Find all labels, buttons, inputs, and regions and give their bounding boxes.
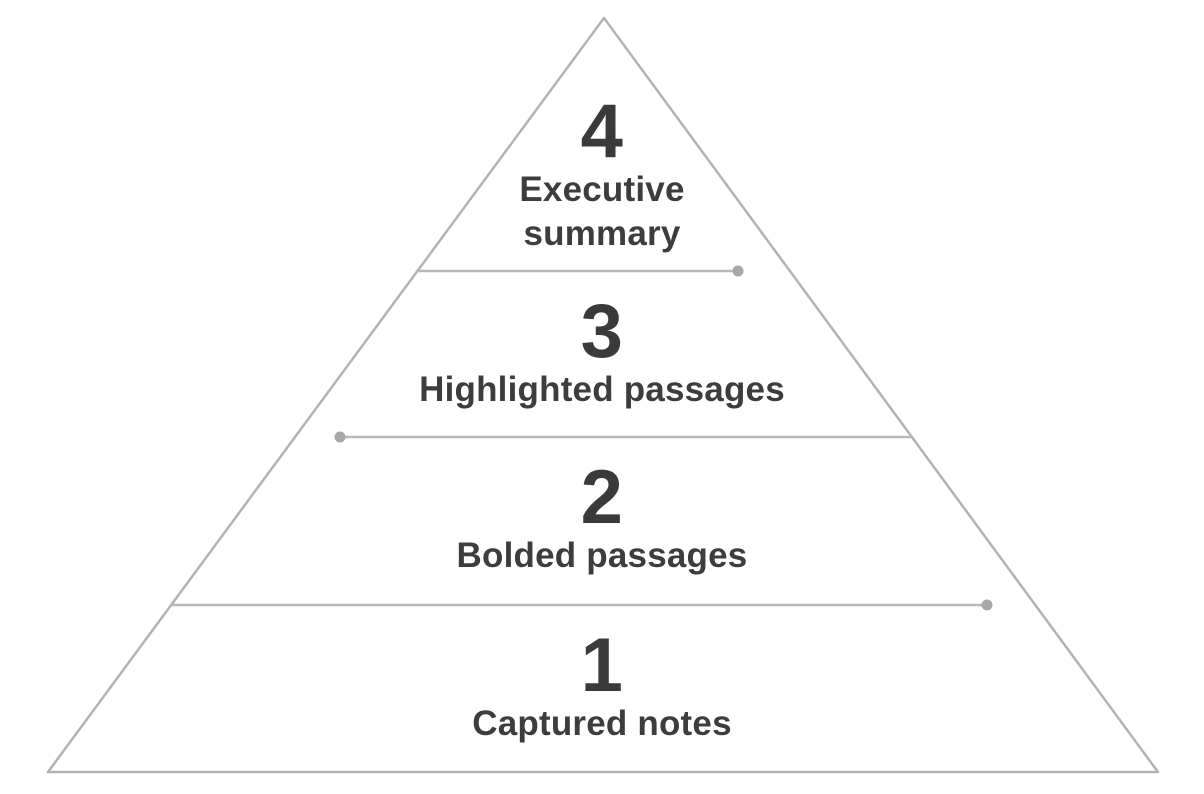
pyramid-level-3: 3 Highlighted passages — [419, 294, 785, 412]
level-2-label: Bolded passages — [456, 536, 748, 575]
pyramid-level-2: 2 Bolded passages — [457, 460, 748, 578]
pyramid-level-1: 1 Captured notes — [472, 628, 732, 746]
divider-endpoint-dot-bottom — [981, 599, 993, 611]
level-2-number: 2 — [580, 455, 624, 540]
level-3-number: 3 — [580, 289, 624, 374]
level-1-label: Captured notes — [472, 704, 732, 743]
level-4-number: 4 — [580, 89, 624, 174]
pyramid-level-4: 4 Executive summary — [472, 94, 732, 256]
pyramid-outline — [46, 16, 1160, 774]
level-4-label: Executive summary — [519, 170, 685, 253]
divider-endpoint-dot-middle — [334, 431, 346, 443]
level-1-number: 1 — [580, 623, 624, 708]
divider-endpoint-dot-top — [732, 265, 744, 277]
level-3-label: Highlighted passages — [419, 370, 785, 409]
